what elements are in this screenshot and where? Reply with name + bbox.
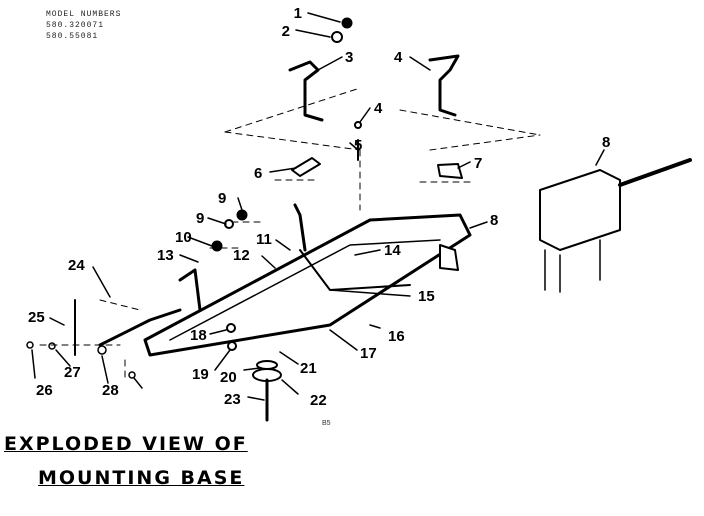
callout-13: 21 bbox=[300, 360, 317, 377]
motor-shaft bbox=[618, 158, 692, 187]
motor-head-part-2 bbox=[539, 169, 621, 251]
washer-part-14 bbox=[227, 341, 237, 351]
callout-10: 9 bbox=[218, 190, 226, 207]
latch-block bbox=[439, 244, 459, 271]
callout-12: 23 bbox=[224, 391, 241, 408]
clamp-part-4-right bbox=[437, 163, 463, 179]
callout-4-right: 7 bbox=[474, 155, 482, 172]
title-line-2: MOUNTING BASE bbox=[38, 467, 245, 489]
washer-part-15 bbox=[226, 323, 236, 333]
reference-code: B5 bbox=[322, 420, 331, 427]
washer-part-24 bbox=[48, 342, 56, 350]
callout-21: 15 bbox=[418, 288, 435, 305]
model-number-1: 580.320071 bbox=[46, 21, 105, 30]
callout-23: 26 bbox=[36, 382, 53, 399]
callout-15: 18 bbox=[190, 327, 207, 344]
callout-7: 5 bbox=[354, 137, 362, 154]
callout-labels: 1 2 3 4 4 5 6 7 8 8 9 9 10 11 12 13 14 1… bbox=[28, 5, 610, 409]
callout-24: 27 bbox=[64, 364, 81, 381]
callout-8-left: 9 bbox=[196, 210, 204, 227]
callout-25: 25 bbox=[28, 309, 45, 326]
nut-part-9-upper bbox=[341, 17, 353, 29]
model-numbers-heading: MODEL NUMBERS bbox=[46, 10, 122, 19]
washer-part-8-upper bbox=[354, 121, 362, 129]
leader-lines bbox=[31, 12, 605, 401]
nut-part-10 bbox=[236, 209, 248, 221]
bushing-part-26 bbox=[97, 345, 107, 355]
model-number-2: 580.55081 bbox=[46, 32, 99, 41]
callout-14: 19 bbox=[192, 366, 209, 383]
nut-part-23 bbox=[26, 341, 34, 349]
callout-17: 12 bbox=[233, 247, 250, 264]
clip-part-27 bbox=[128, 371, 136, 379]
callout-3: 16 bbox=[388, 328, 405, 345]
callout-5: 3 bbox=[345, 49, 353, 66]
callout-8-mid: 4 bbox=[374, 100, 383, 117]
nut-part-9-mid bbox=[211, 240, 223, 252]
callout-28: 20 bbox=[220, 369, 237, 386]
callout-18: 11 bbox=[256, 231, 272, 248]
upright-post-left bbox=[178, 268, 202, 312]
callout-11: 22 bbox=[310, 392, 327, 409]
callout-6: 4 bbox=[394, 49, 403, 66]
callout-9-left: 10 bbox=[175, 229, 192, 246]
upright-post-right bbox=[293, 203, 307, 252]
clamp-part-4-left bbox=[291, 157, 321, 177]
callout-19: 13 bbox=[157, 247, 174, 264]
arm-part-3 bbox=[98, 308, 182, 347]
base-frame-inner-edge bbox=[169, 239, 441, 341]
washer-part-8-top bbox=[331, 31, 343, 43]
assembly-guide-lines bbox=[39, 87, 541, 381]
callout-1: 8 bbox=[490, 212, 498, 229]
callout-20: 14 bbox=[384, 242, 401, 259]
base-frame-part-1 bbox=[143, 213, 472, 357]
callout-9-top: 1 bbox=[294, 5, 302, 22]
title-line-1: EXPLODED VIEW OF bbox=[4, 433, 248, 455]
callout-22: 24 bbox=[68, 257, 85, 274]
callout-26: 28 bbox=[102, 382, 119, 399]
bracket-part-6 bbox=[428, 54, 460, 117]
pedestal-part-28 bbox=[256, 360, 278, 370]
bracket-part-5 bbox=[288, 60, 324, 122]
motor-lower-housing bbox=[544, 239, 601, 293]
callout-2: 8 bbox=[602, 134, 610, 151]
callout-8-top: 2 bbox=[282, 23, 290, 40]
callout-16: 17 bbox=[360, 345, 377, 362]
callout-4-left: 6 bbox=[254, 165, 262, 182]
